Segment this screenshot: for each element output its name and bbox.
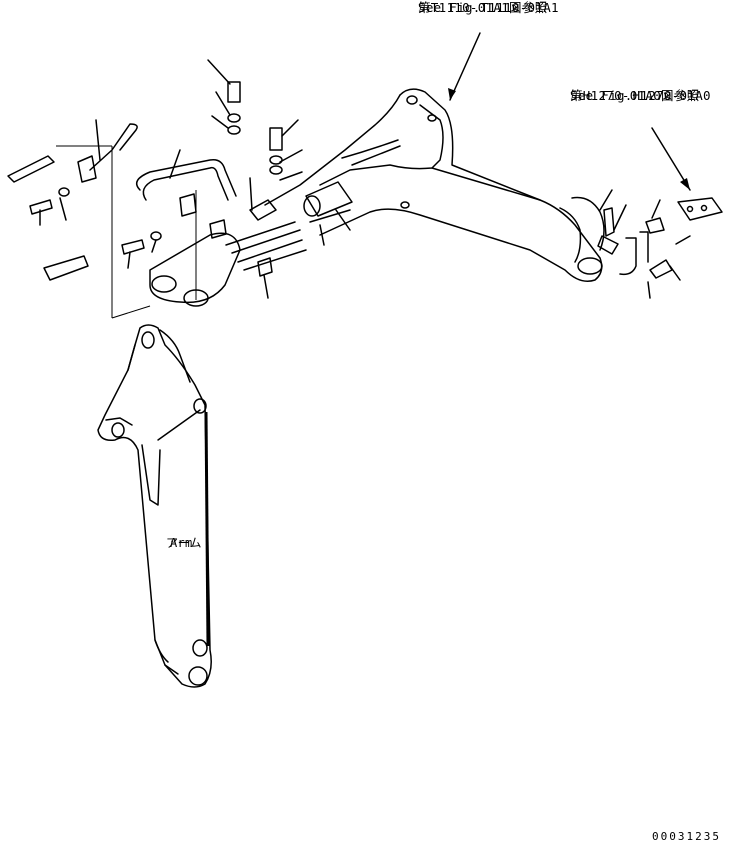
piping-ref-jp: 第H1270-01A0図参照 [570,88,700,103]
right-fittings [597,189,723,299]
left-hose-assembly [7,59,353,319]
boom-ref-en: See Fig.T1110-01A1 [418,0,559,15]
boom-drawing [264,88,605,282]
arm-label-jp: アーム [166,536,202,550]
drawing-number: 00031235 [652,830,721,843]
piping-ref-en: See Fig.H1270-01A0 [570,88,711,103]
reference-leaders [448,32,691,191]
arm-label-en: Arm [170,536,193,550]
arm-drawing [97,324,212,688]
boom-ref-jp: 第T1110-01A1図参照 [418,0,548,15]
